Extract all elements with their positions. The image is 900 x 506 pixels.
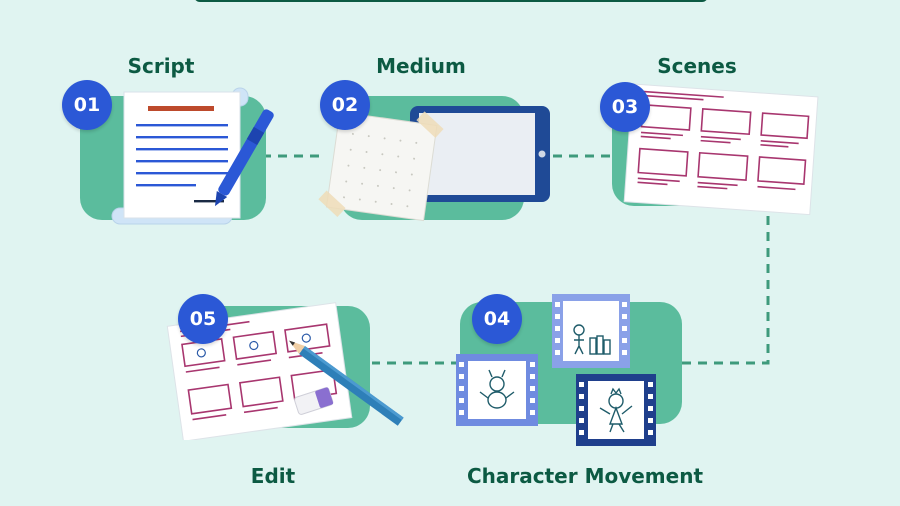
storyboard-icon xyxy=(623,83,819,216)
top-banner-bar xyxy=(194,0,708,2)
tablet-paper-icon xyxy=(318,106,550,222)
step-title-scenes: Scenes xyxy=(657,54,737,78)
step-title-script: Script xyxy=(127,54,195,78)
step-title-edit: Edit xyxy=(250,464,296,488)
step-01-badge: 01 xyxy=(62,80,112,130)
script-paper-pen-icon xyxy=(111,87,274,225)
step-05-badge: 05 xyxy=(178,294,228,344)
step-03-badge: 03 xyxy=(600,82,650,132)
film-frames-icon xyxy=(456,294,656,446)
step-04-badge: 04 xyxy=(472,294,522,344)
step-title-medium: Medium xyxy=(376,54,466,78)
step-title-character-movement: Character Movement xyxy=(466,464,704,488)
step-02-badge: 02 xyxy=(320,80,370,130)
